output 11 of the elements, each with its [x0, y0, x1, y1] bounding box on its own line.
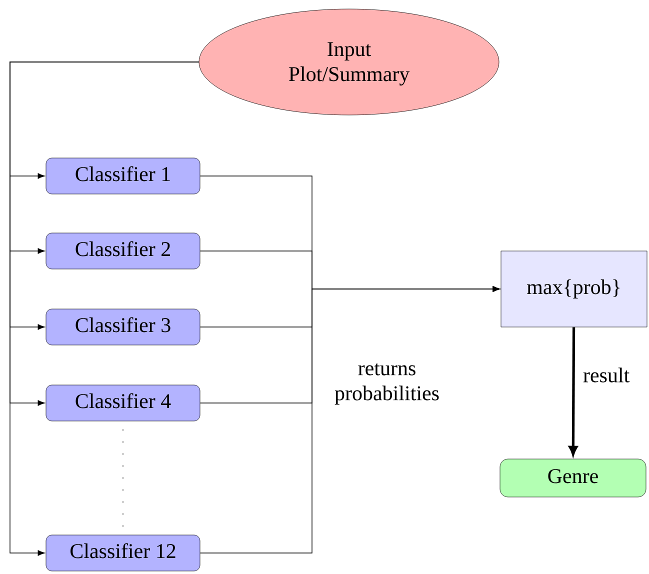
classifier-box: Classifier 4 — [46, 384, 200, 422]
classifier-box: Classifier 3 — [46, 308, 200, 346]
max-box: max{prob} — [500, 250, 648, 328]
genre-box: Genre — [500, 458, 646, 498]
classifier-box: Classifier 12 — [46, 534, 200, 572]
connector-arrow — [200, 286, 500, 554]
annotation-text: returns probabilities — [334, 363, 439, 405]
connector-arrow — [10, 62, 200, 556]
classifier-box: Classifier 2 — [46, 232, 200, 270]
edge-label: result — [583, 368, 630, 382]
classifier-box: Classifier 1 — [46, 158, 200, 194]
